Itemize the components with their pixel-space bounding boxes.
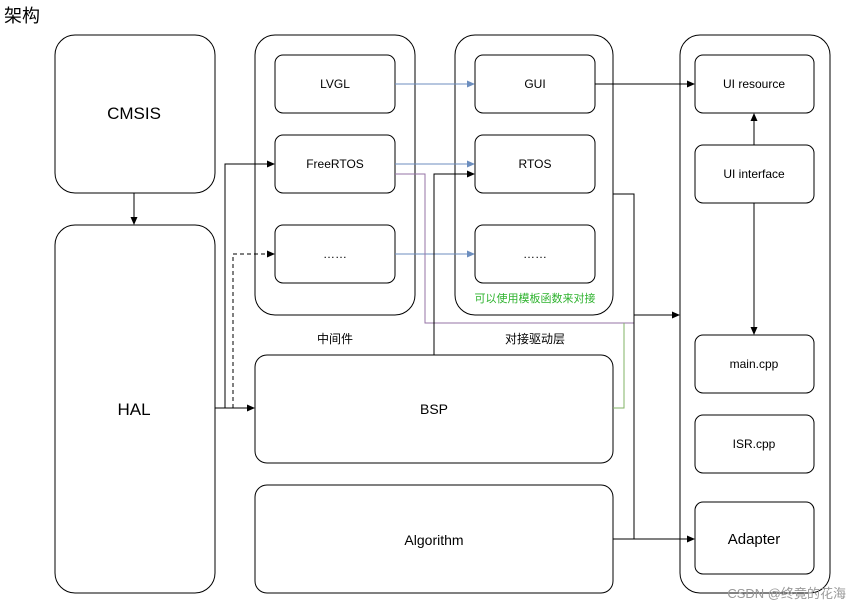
rtos-label: RTOS (519, 157, 552, 171)
watermark: CSDN @终竟的花海 (727, 586, 846, 601)
ui-interface-label: UI interface (723, 167, 785, 181)
page-title: 架构 (4, 6, 40, 26)
main-cpp-label: main.cpp (730, 357, 779, 371)
driver-layer-label: 对接驱动层 (505, 331, 565, 346)
application-group (679, 34, 831, 594)
adapter-more-label: …… (523, 247, 547, 261)
bsp-label: BSP (420, 401, 448, 417)
adapter-more-box (474, 224, 596, 284)
rtos-box (474, 134, 596, 194)
lvgl-label: LVGL (320, 77, 350, 91)
adapter-box (694, 501, 815, 575)
adapter-layer-group (454, 34, 614, 316)
link-bsp-to-adapter-layer (613, 323, 625, 409)
main-cpp-box (694, 334, 815, 394)
isr-cpp-label: ISR.cpp (733, 437, 776, 451)
ui-resource-label: UI resource (723, 77, 785, 91)
cmsis-box (54, 34, 216, 194)
link-adapter-layer-bus (613, 193, 635, 539)
arrow-bsp-to-rtos (433, 170, 475, 355)
isr-cpp-box (694, 414, 815, 474)
hal-label: HAL (117, 400, 150, 419)
algorithm-label: Algorithm (404, 532, 463, 548)
adapter-label: Adapter (728, 531, 781, 548)
middleware-label: 中间件 (317, 331, 353, 346)
arrow-hal-to-freertos (215, 160, 275, 409)
cmsis-label: CMSIS (107, 104, 161, 123)
gui-label: GUI (524, 77, 545, 91)
middleware-group (254, 34, 416, 316)
arrow-hal-to-middleware-more (232, 250, 275, 408)
freertos-label: FreeRTOS (306, 157, 364, 171)
link-freertos-to-app (395, 173, 634, 324)
middleware-more-label: …… (323, 247, 347, 261)
hal-box (54, 224, 216, 594)
template-note: 可以使用模板函数来对接 (475, 291, 596, 305)
